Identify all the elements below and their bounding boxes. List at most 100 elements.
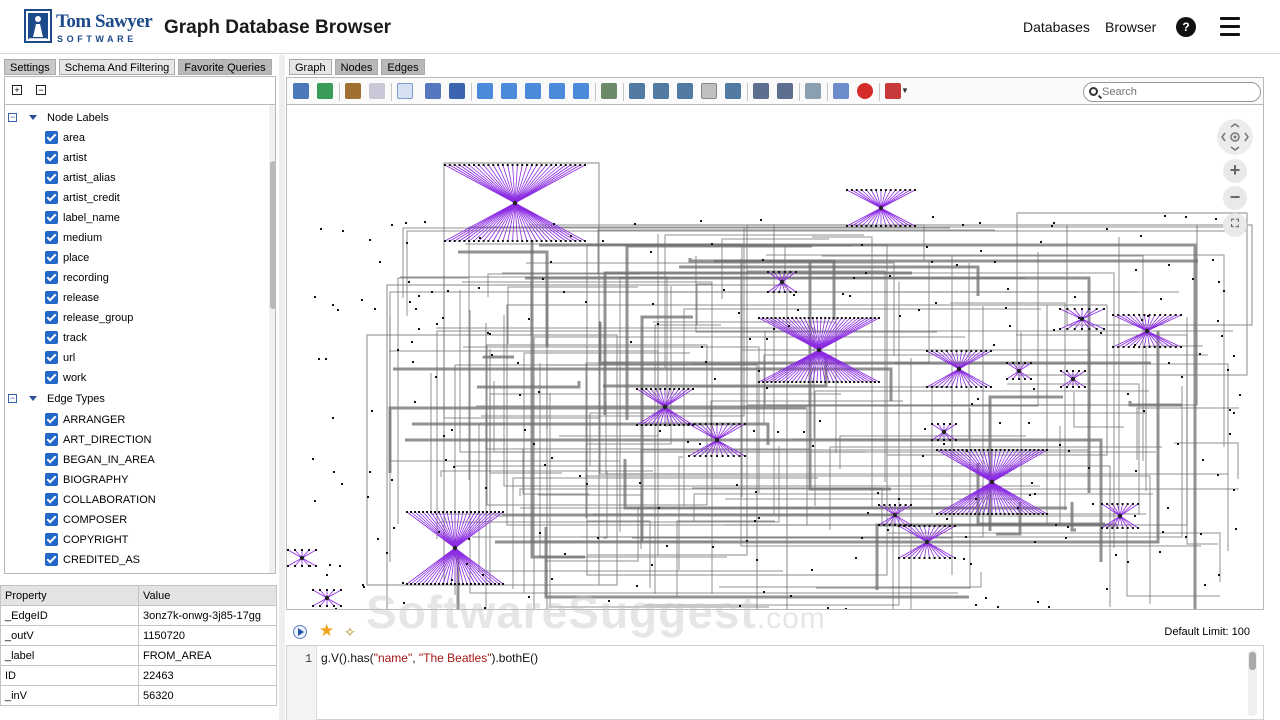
graph-node[interactable] [1029,513,1032,515]
graph-node[interactable] [1235,528,1237,530]
graph-node[interactable] [912,609,914,610]
graph-node[interactable] [442,317,444,319]
hub-large-top[interactable] [444,164,586,242]
graph-node[interactable] [1132,314,1135,316]
graph-node[interactable] [746,540,748,542]
graph-node[interactable] [1007,449,1010,451]
graph-node[interactable] [426,511,428,513]
graph-node[interactable] [933,557,936,559]
graph-node[interactable] [1041,449,1044,451]
graph-node[interactable] [845,608,847,610]
graph-node[interactable] [470,583,472,585]
hub-node[interactable] [892,512,898,518]
graph-node[interactable] [894,504,896,506]
graph-node[interactable] [704,455,707,457]
star-icon[interactable]: ★ [319,621,335,640]
graph-node[interactable] [545,240,548,242]
graph-node[interactable] [673,424,676,426]
checkbox-checked-icon[interactable] [45,251,58,264]
graph-node[interactable] [1081,308,1083,310]
graph-node[interactable] [502,511,504,513]
graph-node[interactable] [970,563,972,565]
graph-node[interactable] [873,381,876,383]
graph-node[interactable] [799,317,802,319]
graph-node[interactable] [985,386,988,388]
graph-node[interactable] [793,294,795,296]
graph-node[interactable] [974,513,977,515]
graph-node[interactable] [903,557,906,559]
graph-node[interactable] [1073,328,1076,330]
graph-node[interactable] [926,350,928,352]
checkbox-checked-icon[interactable] [45,513,58,526]
graph-node[interactable] [999,513,1002,515]
graph-node[interactable] [325,358,327,360]
list-item[interactable]: COMPOSER [5,510,265,530]
graph-node[interactable] [853,317,856,319]
graph-node[interactable] [530,240,533,242]
graph-node[interactable] [458,164,461,166]
graph-node[interactable] [569,240,572,242]
graph-node[interactable] [849,381,851,383]
graph-node[interactable] [766,317,769,319]
graph-node[interactable] [309,565,311,567]
refresh-icon[interactable] [805,83,821,99]
graph-node[interactable] [819,420,821,422]
graph-node[interactable] [853,381,856,383]
graph-node[interactable] [414,401,416,403]
scrollbar-thumb[interactable] [1249,652,1256,670]
graph-node[interactable] [453,164,456,166]
graph-node[interactable] [766,387,768,389]
graph-node[interactable] [692,388,694,390]
pan-tool-icon[interactable] [425,83,441,99]
graph-node[interactable] [1180,346,1182,348]
graph-node[interactable] [333,471,335,473]
graph-node[interactable] [844,317,847,319]
tab-edges[interactable]: Edges [381,59,425,75]
graph-node[interactable] [1131,503,1134,505]
graph-node[interactable] [1095,308,1098,310]
layout-symmetric-icon[interactable] [701,83,717,99]
graph-node[interactable] [961,449,964,451]
graph-node[interactable] [559,164,562,166]
graph-node[interactable] [1174,346,1177,348]
graph-node[interactable] [721,423,724,425]
tree-scrollbar[interactable] [269,105,275,573]
graph-node[interactable] [944,513,947,515]
graph-node[interactable] [1092,503,1094,505]
graph-node[interactable] [732,423,735,425]
graph-node[interactable] [1127,561,1129,563]
graph-node[interactable] [980,386,983,388]
expand-all-icon[interactable]: + [12,85,22,95]
graph-node[interactable] [506,240,509,242]
graph-node[interactable] [836,317,839,319]
hub-right-mid[interactable] [926,350,992,388]
graph-node[interactable] [1006,362,1008,364]
graph-node[interactable] [453,240,456,242]
graph-node[interactable] [516,164,519,166]
graph-node[interactable] [1159,551,1161,553]
graph-node[interactable] [1233,489,1235,491]
graph-node[interactable] [1111,527,1114,529]
graph-node[interactable] [339,565,341,567]
graph-node[interactable] [470,511,472,513]
graph-node[interactable] [448,240,451,242]
graph-node[interactable] [783,291,786,293]
graph-node[interactable] [329,564,331,566]
graph-node[interactable] [585,301,587,303]
graph-node[interactable] [824,381,827,383]
checkbox-checked-icon[interactable] [45,553,58,566]
tree-group-node-labels[interactable]: − Node Labels [5,108,265,128]
graph-node[interactable] [563,291,565,293]
hub-node[interactable] [452,545,458,551]
graph-node[interactable] [363,586,365,588]
graph-node[interactable] [811,317,814,319]
graph-node[interactable] [1132,346,1135,348]
graph-node[interactable] [650,424,652,426]
graph-node[interactable] [928,525,931,527]
graph-node[interactable] [1051,225,1053,227]
graph-node[interactable] [908,557,911,559]
list-item[interactable]: release_group [5,308,265,328]
graph-node[interactable] [492,240,495,242]
graph-node[interactable] [931,261,933,263]
graph-node[interactable] [849,317,851,319]
